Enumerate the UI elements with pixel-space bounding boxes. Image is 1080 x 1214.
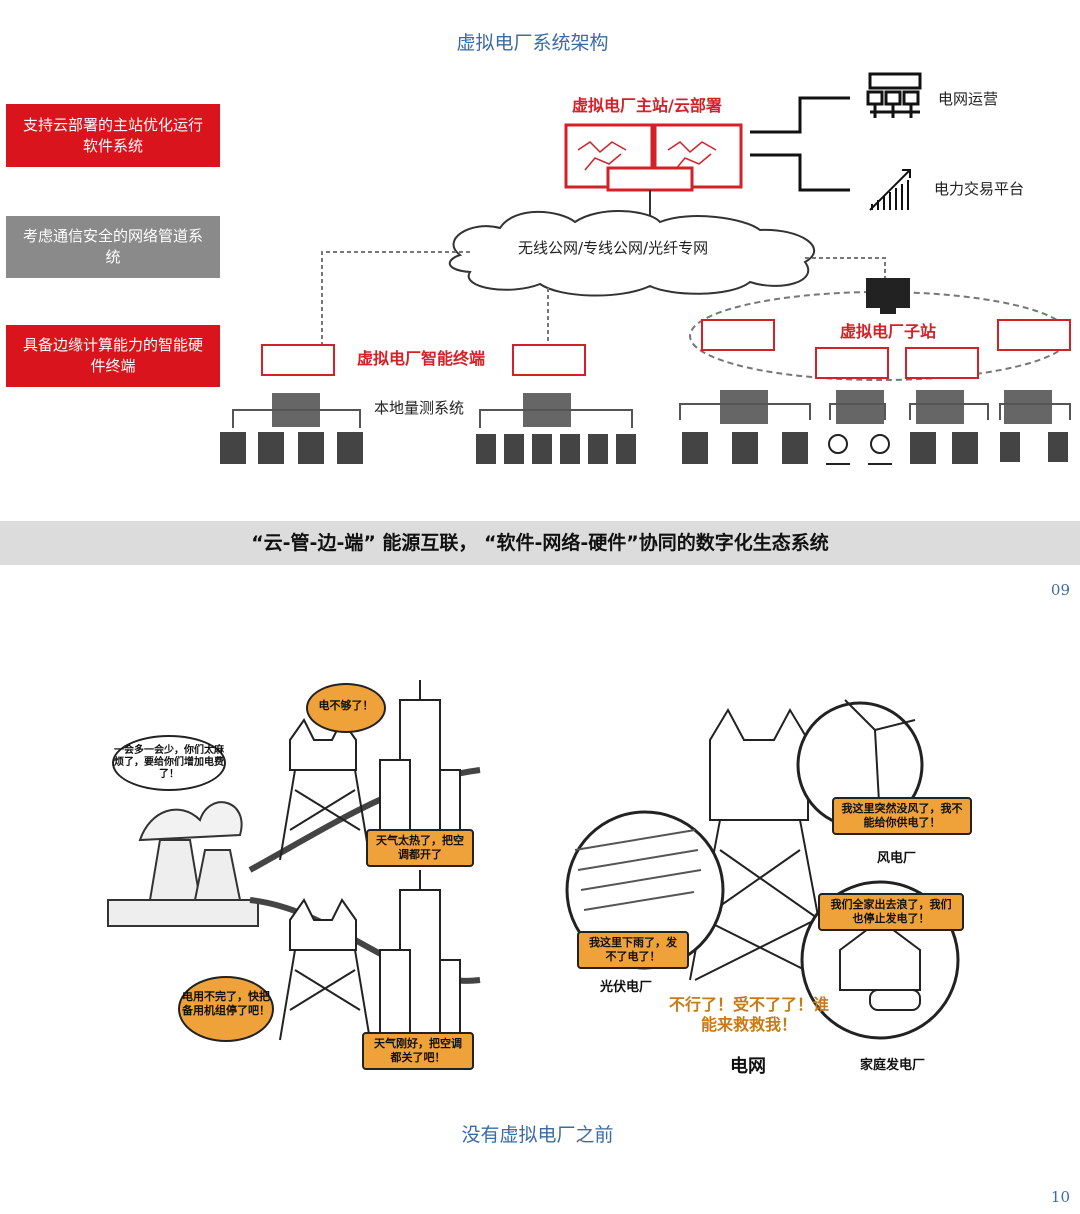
solar-farm-label: 光伏电厂	[600, 980, 653, 995]
bubble-home: 我们全家出去浪了，我们也停止发电了！	[818, 893, 964, 931]
tower-character-2-icon	[279, 898, 371, 1041]
page-title: 虚拟电厂系统架构	[456, 32, 609, 54]
grid-label: 电网	[730, 1056, 766, 1077]
smart-terminal-icons	[261, 319, 1071, 379]
measurement-gateway-icons	[272, 390, 1052, 427]
skyscraper-2-icon	[379, 870, 461, 1051]
main-station-monitors-icon	[564, 123, 743, 192]
wind-farm-label: 风电厂	[877, 851, 917, 866]
load-icons	[220, 432, 1068, 464]
grid-ops-label: 电网运营	[938, 90, 999, 108]
grid-operations-icon	[866, 72, 922, 118]
bubble-hot: 天气太热了，把空调都开了	[366, 829, 474, 867]
page-number-10: 10	[1050, 1188, 1070, 1206]
comic-caption: 没有虚拟电厂之前	[461, 1124, 614, 1146]
main-station-label: 虚拟电厂主站/云部署	[572, 96, 722, 115]
house-icon	[839, 918, 921, 1011]
local-measurement-label: 本地量测系统	[374, 399, 465, 417]
comic-illustration	[107, 680, 960, 1051]
grid-cry-text: 不行了！受不了了！谁能来救救我！	[668, 995, 829, 1034]
side-box-software: 支持云部署的主站优化运行软件系统	[6, 104, 220, 167]
substation-computer-icon	[866, 278, 910, 314]
architecture-diagram	[220, 72, 1071, 465]
substation-label: 虚拟电厂子站	[840, 322, 937, 341]
network-cloud-label: 无线公网/专线公网/光纤专网	[518, 239, 709, 257]
bubble-more: 一会多一会少，你们太麻烦了，要给你们增加电费了！	[112, 735, 226, 791]
trading-chart-icon	[869, 169, 911, 211]
sun-icons	[826, 434, 892, 465]
bubble-fine: 天气刚好，把空调都关了吧！	[362, 1032, 474, 1070]
side-box-hardware: 具备边缘计算能力的智能硬件终端	[6, 325, 220, 387]
power-plant-icon	[107, 801, 259, 927]
solar-panel-icon	[574, 829, 702, 911]
bubble-surplus: 电用不完了，快把备用机组停了吧！	[178, 976, 274, 1042]
bubble-not-enough: 电不够了！	[306, 683, 386, 733]
network-cloud-icon	[448, 210, 816, 297]
tower-character-icon	[279, 718, 371, 861]
side-box-network: 考虑通信安全的网络管道系统	[6, 216, 220, 278]
smart-terminal-label: 虚拟电厂智能终端	[357, 349, 486, 368]
trading-platform-label: 电力交易平台	[934, 180, 1025, 198]
summary-banner: “云-管-边-端” 能源互联， “软件-网络-硬件”协同的数字化生态系统	[0, 521, 1080, 565]
page-number-09: 09	[1050, 581, 1070, 599]
bubble-solar: 我这里下雨了，发不了电了！	[577, 931, 689, 969]
home-plant-label: 家庭发电厂	[860, 1058, 926, 1073]
bubble-wind: 我这里突然没风了，我不能给你供电了！	[832, 797, 972, 835]
